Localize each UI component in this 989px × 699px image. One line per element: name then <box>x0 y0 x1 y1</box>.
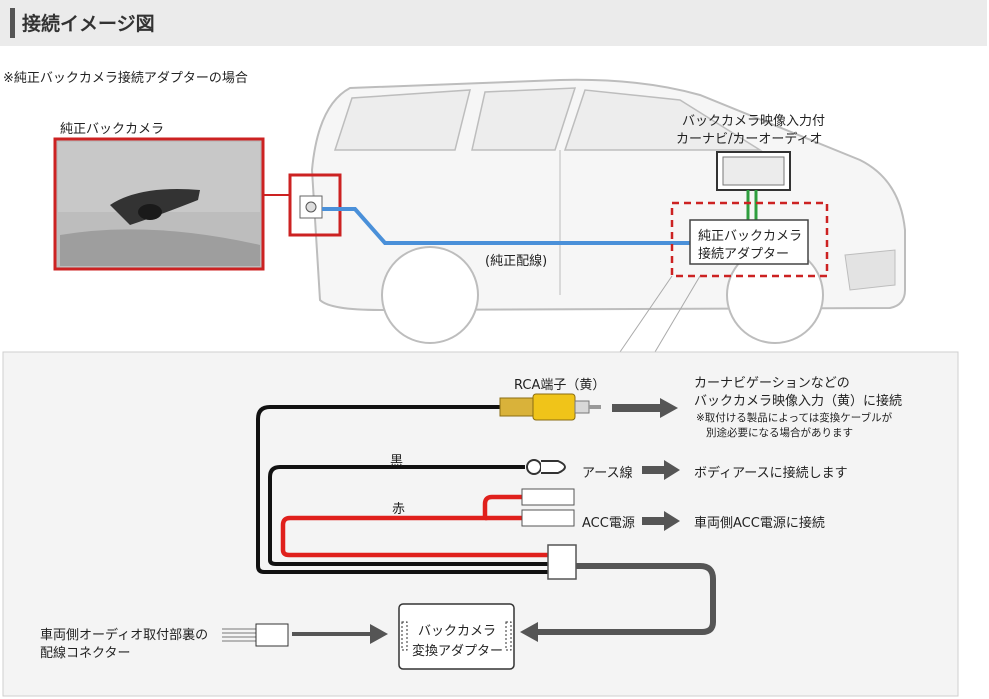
rca-plug-body <box>532 393 576 421</box>
vehicle-connector-label-line2: 配線コネクター <box>40 646 131 661</box>
car-window-front <box>563 89 763 151</box>
earth-label: アース線 <box>582 466 633 481</box>
camera-label: 純正バックカメラ <box>60 122 165 137</box>
title-bar: 接続イメージ図 <box>0 0 987 46</box>
vehicle-connector-label-line1: 車両側オーディオ取付部裏の <box>40 628 209 643</box>
rca-desc-line1: カーナビゲーションなどの <box>694 376 850 391</box>
car-rear-wheel <box>381 246 479 344</box>
rca-label: RCA端子（黄） <box>514 378 606 393</box>
rca-plug-boot <box>499 397 536 417</box>
acc-connector-1 <box>521 488 575 506</box>
camera-lens-icon <box>305 201 317 213</box>
navi-label-line2: カーナビ/カーオーディオ <box>676 132 823 147</box>
rca-note-line1: ※取付ける製品によっては変換ケーブルが <box>696 412 893 424</box>
car-grille <box>844 249 896 291</box>
wiring-diagram <box>2 351 959 697</box>
converter-label-line1: バックカメラ <box>418 624 497 639</box>
acc-label: ACC電源 <box>582 516 635 531</box>
main-connector <box>547 544 577 580</box>
adapter-box <box>689 219 809 265</box>
page-title: 接続イメージ図 <box>22 13 155 35</box>
camera-location-frame <box>288 173 342 237</box>
acc-desc: 車両側ACC電源に接続 <box>694 516 825 531</box>
black-cable-outer <box>256 405 548 574</box>
title-accent-bar <box>10 8 15 38</box>
black-cable-inner <box>268 465 548 566</box>
red-wire-label: 赤 <box>392 502 406 517</box>
camera-photo-shadow <box>60 229 260 266</box>
navi-label-line1: バックカメラ映像入力付 <box>682 114 826 129</box>
car-window-mid <box>471 87 577 151</box>
rca-plug-tip <box>574 400 590 414</box>
rca-desc-line2: バックカメラ映像入力（黄）に接続 <box>694 394 903 409</box>
vehicle-arrow <box>292 624 388 644</box>
rca-note-line2: 別途必要になる場合があります <box>706 427 853 439</box>
converter-label-line2: 変換アダプター <box>412 644 504 659</box>
red-cable <box>280 494 548 558</box>
vehicle-connector <box>255 623 289 647</box>
adapter-label-line1: 純正バックカメラ <box>698 229 803 244</box>
converter-box <box>398 603 515 670</box>
acc-connector-2 <box>521 509 575 527</box>
black-wire-label: 黒 <box>390 454 404 469</box>
note-text: ※純正バックカメラ接続アダプターの場合 <box>3 71 248 86</box>
gray-cable <box>535 563 716 635</box>
adapter-label-line2: 接続アダプター <box>698 247 790 262</box>
earth-terminal <box>526 459 542 475</box>
camera-photo-lens <box>138 204 162 220</box>
converter-arrowhead <box>520 622 538 642</box>
adapter-dashed-frame <box>670 201 829 278</box>
earth-desc: ボディアースに接続します <box>694 466 848 481</box>
earth-arrow <box>642 460 680 480</box>
car-window-rear <box>333 89 471 151</box>
acc-arrow <box>642 511 680 531</box>
stock-wire-label: (純正配線) <box>485 254 548 269</box>
vehicle-illustration <box>53 78 906 353</box>
navi-screen <box>722 156 785 186</box>
blue-wire <box>322 207 690 245</box>
rca-arrow <box>612 398 678 418</box>
